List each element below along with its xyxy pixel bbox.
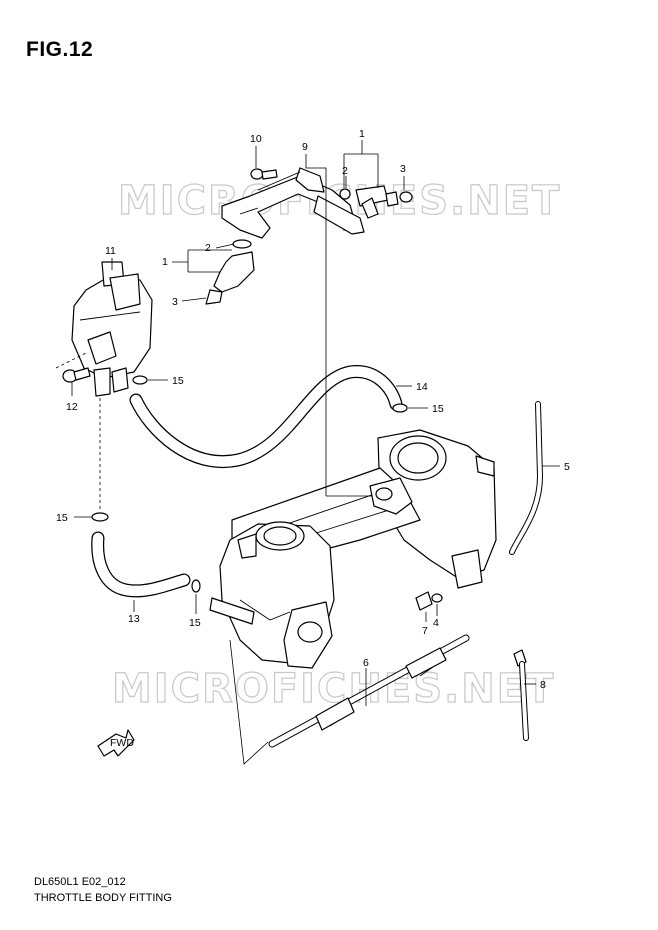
callout-9: 9 <box>302 141 308 153</box>
model-code: DL650L1 E02_012 <box>34 876 126 888</box>
bolt-12 <box>62 367 91 383</box>
callout-12: 12 <box>66 401 78 413</box>
callout-3-upper: 3 <box>400 163 406 175</box>
clamp-15-a <box>132 375 148 385</box>
callout-1-upper: 1 <box>359 128 365 140</box>
figure-title: FIG.12 <box>26 38 94 61</box>
isc-valve-assembly <box>55 261 153 397</box>
callout-14: 14 <box>416 381 428 393</box>
callout-6: 6 <box>363 657 369 669</box>
cap-7 <box>415 591 433 611</box>
clamp-15-d <box>191 579 201 593</box>
lower-injector <box>205 239 255 305</box>
hose-5 <box>509 401 544 555</box>
fwd-label: FWD <box>110 737 134 749</box>
fwd-arrow-icon: FWD <box>97 729 135 757</box>
callout-13: 13 <box>128 613 140 625</box>
callout-8: 8 <box>540 679 546 691</box>
callout-5: 5 <box>564 461 570 473</box>
clamp-4 <box>431 593 443 603</box>
diagram-caption: THROTTLE BODY FITTING <box>34 892 172 904</box>
callout-4: 4 <box>433 617 439 629</box>
callout-7: 7 <box>422 625 428 637</box>
hose-14 <box>129 365 403 468</box>
callout-15-d: 15 <box>189 617 201 629</box>
clamp-15-b <box>392 403 408 413</box>
callout-10: 10 <box>250 133 262 145</box>
throttle-body-assembly <box>209 429 497 765</box>
watermark-bottom: MICROFICHES.NET <box>112 666 555 712</box>
cable-6 <box>268 634 470 748</box>
callout-15-a: 15 <box>172 375 184 387</box>
callout-11: 11 <box>105 245 116 257</box>
callout-15-b: 15 <box>432 403 444 415</box>
bolt-10 <box>250 168 278 180</box>
callout-3-lower: 3 <box>172 296 178 308</box>
clip-8 <box>513 649 529 741</box>
callout-1-lower: 1 <box>162 256 168 268</box>
upper-injector <box>339 185 413 219</box>
callout-2-upper: 2 <box>342 165 348 177</box>
leader-lines <box>71 140 560 706</box>
callout-15-c: 15 <box>56 512 68 524</box>
fuel-delivery-pipe <box>221 167 365 239</box>
callout-2-lower: 2 <box>205 242 211 254</box>
callout-numbers: 10 9 1 2 3 2 1 3 11 12 15 14 15 5 15 13 … <box>56 128 570 691</box>
hose-13 <box>91 531 191 598</box>
clamp-15-c <box>91 512 109 522</box>
